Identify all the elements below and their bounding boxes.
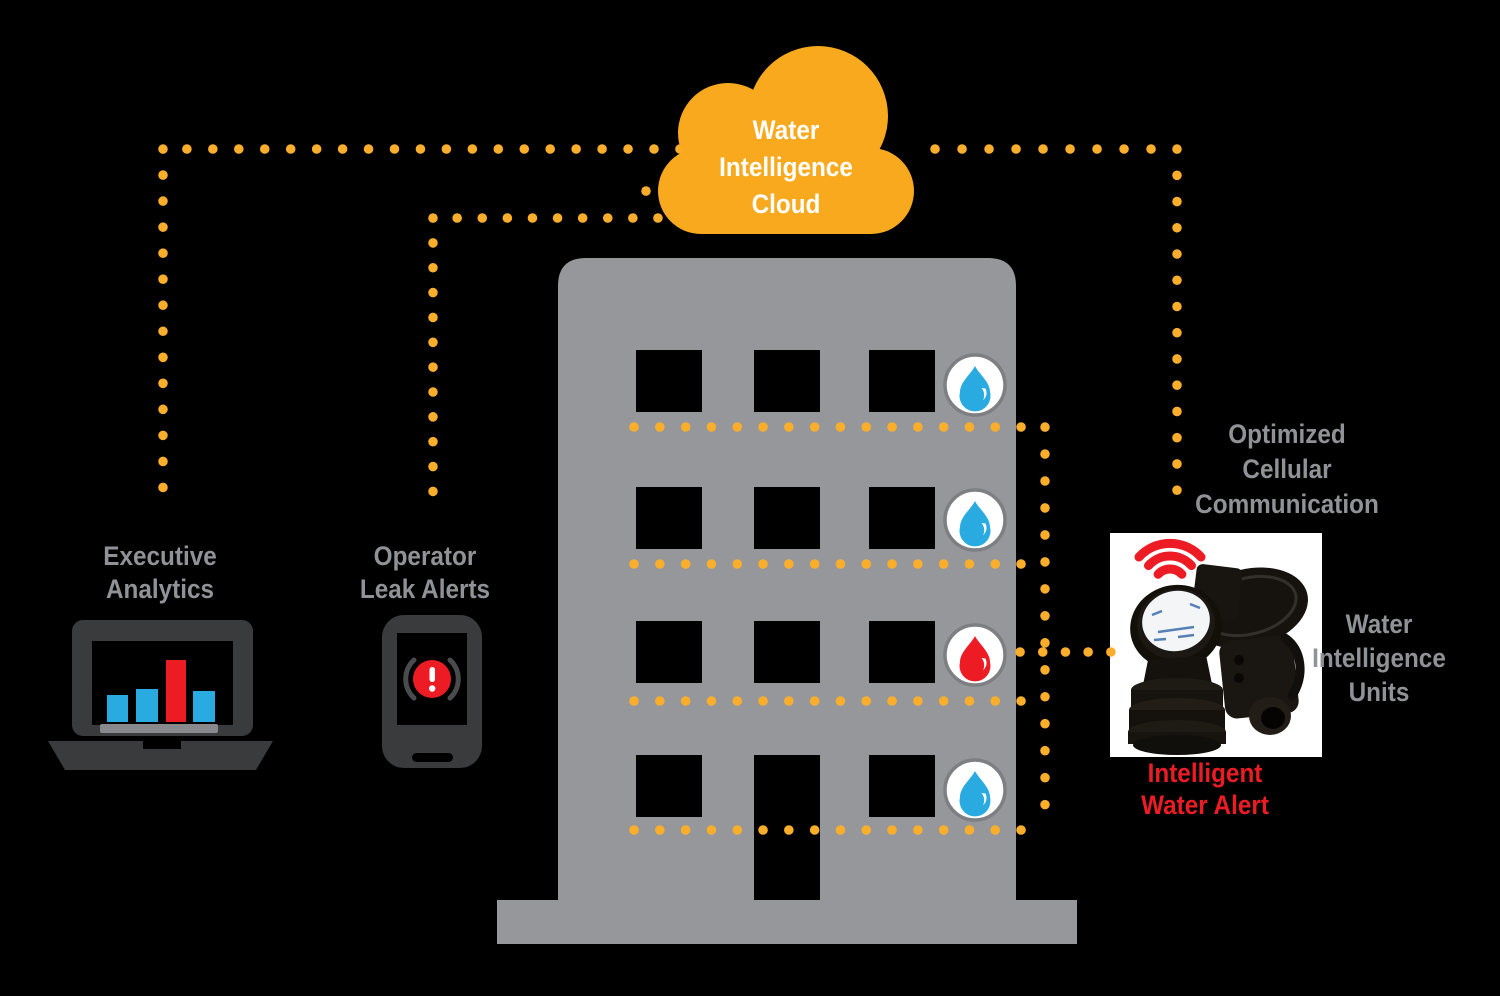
alert-arc-left xyxy=(403,657,417,701)
building-window xyxy=(754,487,820,549)
building-window xyxy=(869,621,935,683)
wifi-arc-middle xyxy=(1144,551,1196,571)
chart-bar-red xyxy=(166,660,186,722)
water-intelligence-units-line: Units xyxy=(1348,677,1410,707)
cloud-shape xyxy=(658,46,914,234)
meter-body-rings xyxy=(1128,678,1226,755)
drop-shape xyxy=(959,501,991,547)
meter-outlet-bore xyxy=(1261,707,1285,729)
phone-home-button xyxy=(412,753,453,762)
executive-analytics-line: Analytics xyxy=(105,574,215,604)
building-window xyxy=(636,621,702,683)
leak-drop-icon xyxy=(943,623,1007,687)
building-base xyxy=(497,900,1077,944)
operator-leak-alerts-line: Leak Alerts xyxy=(359,574,491,604)
water-intelligence-units-label: Water Intelligence Units xyxy=(1283,607,1476,709)
operator-leak-alerts-label: Operator Leak Alerts xyxy=(329,540,522,606)
cloud-label: Water Intelligence Cloud xyxy=(690,112,883,223)
building-window xyxy=(869,350,935,412)
wifi-arc-outer xyxy=(1134,538,1206,562)
water-meter-photo xyxy=(1128,564,1308,755)
drop-highlight xyxy=(981,523,987,536)
meter-dial-markings xyxy=(1151,602,1201,642)
intelligent-water-alert-label: Intelligent Water Alert xyxy=(1109,757,1302,821)
meter-knob xyxy=(1234,655,1244,665)
intelligent-water-alert-line: Water Alert xyxy=(1141,790,1269,820)
drop-shape xyxy=(959,636,991,682)
floor-sensor-badges xyxy=(943,353,1007,822)
laptop-base xyxy=(48,741,273,770)
cloud-label-line: Water xyxy=(752,115,820,145)
laptop-keyboard-strip xyxy=(100,724,218,733)
water-drop-icon xyxy=(943,758,1007,822)
alert-arc-right xyxy=(447,657,461,701)
drop-highlight xyxy=(981,793,987,806)
executive-analytics-label: Executive Analytics xyxy=(64,540,257,606)
water-drop-icon xyxy=(943,353,1007,417)
chart-bar-blue xyxy=(136,689,158,722)
operator-leak-alerts-line: Operator xyxy=(373,541,477,571)
building-window xyxy=(636,350,702,412)
phone-alert-icon xyxy=(382,615,482,768)
wifi-signal-icon xyxy=(1134,538,1206,579)
optimized-cellular-line: Optimized xyxy=(1228,419,1346,449)
building-window xyxy=(869,755,935,817)
meter-knob xyxy=(1234,673,1244,683)
building-window xyxy=(636,487,702,549)
executive-analytics-line: Executive xyxy=(103,541,217,571)
drop-highlight xyxy=(981,388,987,401)
chart-bar-blue xyxy=(193,691,215,722)
building-tower xyxy=(558,258,1016,900)
alert-exclamation-dot xyxy=(429,685,436,692)
wifi-arc-inner xyxy=(1153,564,1187,579)
alert-exclamation-bar xyxy=(429,667,435,682)
drop-shape xyxy=(959,366,991,412)
cloud-bump-top xyxy=(748,46,888,186)
building-window xyxy=(869,487,935,549)
water-drop-icon xyxy=(943,488,1007,552)
building-window xyxy=(636,755,702,817)
dotted-connectors xyxy=(158,144,1182,835)
chart-bar-blue xyxy=(107,695,128,722)
building-window xyxy=(754,621,820,683)
optimized-cellular-line: Communication xyxy=(1195,489,1379,519)
optimized-cellular-line: Cellular xyxy=(1242,454,1332,484)
cloud-label-line: Cloud xyxy=(751,189,821,219)
water-intelligence-units-line: Intelligence xyxy=(1312,643,1446,673)
apartment-building xyxy=(497,258,1077,944)
cloud-label-line: Intelligence xyxy=(719,152,853,182)
water-intelligence-units-line: Water xyxy=(1345,609,1413,639)
intelligent-water-alert-line: Intelligent xyxy=(1147,758,1263,788)
drop-highlight xyxy=(981,658,987,671)
drop-shape xyxy=(959,771,991,817)
laptop-base-notch xyxy=(143,741,181,749)
laptop-bar-chart-icon xyxy=(48,620,273,770)
building-window xyxy=(754,350,820,412)
meter-handle xyxy=(1280,633,1305,701)
optimized-cellular-label: Optimized Cellular Communication xyxy=(1191,417,1384,522)
